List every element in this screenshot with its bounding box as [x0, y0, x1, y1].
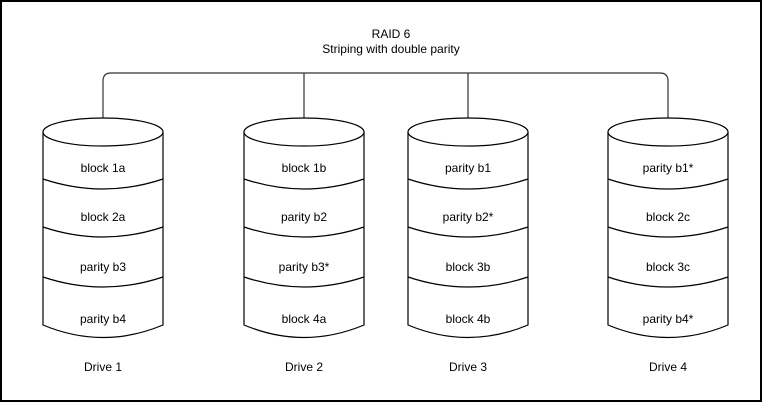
block-label: parity b4 — [79, 312, 127, 326]
drive-2: block 1b parity b2 parity b3* block 4a D… — [243, 117, 365, 397]
drive-3: parity b1 parity b2* block 3b block 4b D… — [407, 117, 529, 397]
block-label: block 2a — [80, 210, 126, 224]
block-label: parity b2* — [442, 210, 494, 224]
block-label: parity b1 — [444, 161, 492, 175]
block-label: block 3c — [645, 260, 691, 274]
drive-4: parity b1* block 2c block 3c parity b4* … — [607, 117, 729, 397]
block-label: block 4b — [445, 312, 491, 326]
block-label: parity b3 — [79, 260, 127, 274]
diagram-title: RAID 6 — [371, 27, 411, 41]
block-label: block 1b — [281, 161, 327, 175]
block-label: parity b1* — [642, 161, 694, 175]
block-label: parity b4* — [642, 312, 694, 326]
diagram-subtitle: Striping with double parity — [322, 42, 460, 56]
block-label: block 2c — [645, 210, 691, 224]
disk-cylinder-icon — [243, 117, 365, 339]
diagram-title-block: RAID 6 Striping with double parity — [322, 27, 459, 57]
block-label: parity b2 — [280, 210, 328, 224]
block-label: block 1a — [80, 161, 126, 175]
disk-cylinder-icon — [407, 117, 529, 339]
block-label: block 3b — [445, 260, 491, 274]
drive-label: Drive 2 — [284, 360, 323, 374]
disk-cylinder-icon — [42, 117, 164, 339]
disk-cylinder-icon — [607, 117, 729, 339]
block-label: block 4a — [281, 312, 327, 326]
drive-label: Drive 1 — [83, 360, 122, 374]
drive-label: Drive 4 — [648, 360, 687, 374]
drive-label: Drive 3 — [448, 360, 487, 374]
block-label: parity b3* — [278, 260, 330, 274]
drive-1: block 1a block 2a parity b3 parity b4 Dr… — [42, 117, 164, 397]
